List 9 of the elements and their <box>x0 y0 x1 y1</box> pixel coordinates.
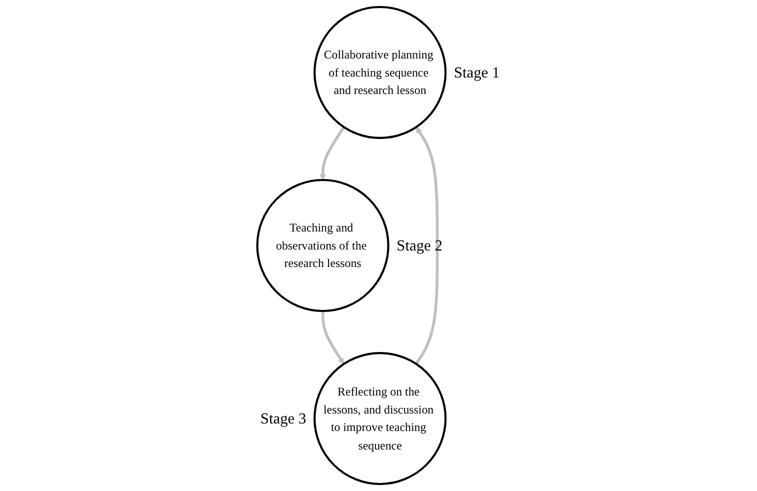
arrow <box>320 126 346 180</box>
arrow <box>321 311 344 364</box>
stage-label: Stage 3 <box>260 410 306 428</box>
stage-label: Stage 1 <box>454 64 500 82</box>
stage-label: Stage 2 <box>396 237 442 254</box>
node-circle: Teaching and observations of the research lessons <box>256 178 390 312</box>
node-circle: Collaborative planning of teaching sequence and research lesson <box>314 6 447 140</box>
node-circle: Reflecting on the lessons, and discussion to improve teaching sequence <box>314 352 447 486</box>
arrow <box>415 126 439 365</box>
